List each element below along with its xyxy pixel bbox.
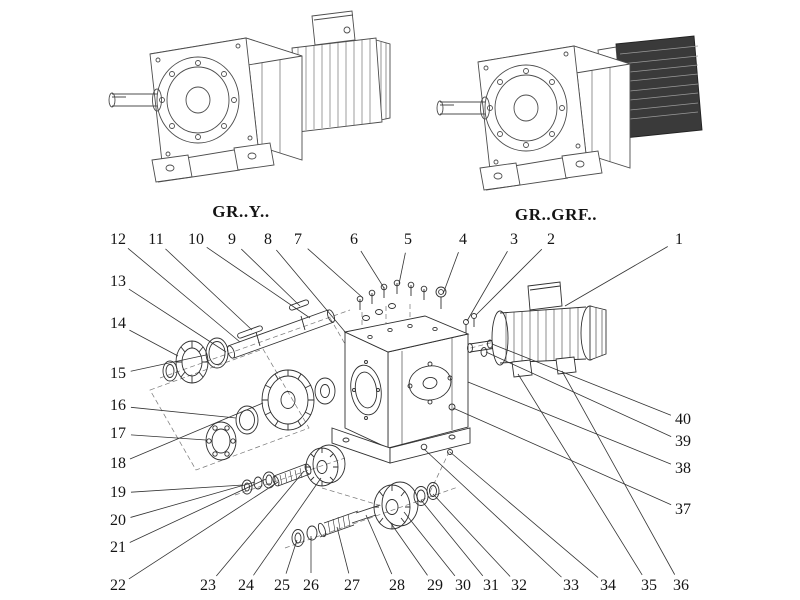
shaft-key-short: [289, 299, 309, 311]
leader-line-40: [491, 343, 672, 416]
leader-lines: [127, 246, 676, 580]
leader-line-15: [130, 354, 207, 372]
leader-line-19: [130, 484, 244, 493]
housing-input-boss: [407, 361, 453, 405]
leader-line-3: [466, 251, 508, 322]
shaft-key-long: [237, 325, 263, 339]
leader-line-22: [128, 481, 279, 580]
leader-line-35: [517, 373, 643, 576]
oil-plug: [448, 403, 456, 411]
leader-line-25: [285, 539, 298, 574]
output-bearing-set: [162, 337, 229, 384]
leader-line-27: [336, 526, 350, 574]
leader-line-21: [129, 478, 267, 543]
leader-line-29: [389, 521, 428, 576]
leader-line-9: [241, 248, 301, 307]
drain-plug: [420, 443, 428, 451]
leader-line-10: [206, 247, 311, 319]
motor-foot-rear: [555, 356, 577, 375]
leader-line-18: [129, 402, 264, 460]
leader-line-32: [432, 493, 511, 577]
motor-shaft-end: [467, 343, 473, 353]
housing-output-bore: [350, 360, 382, 420]
output-shaft: [226, 299, 336, 359]
assembled-view-label-gr-grf: GR..GRF..: [514, 205, 598, 224]
leader-line-4: [442, 252, 459, 295]
leader-line-1: [564, 246, 668, 307]
gr-grf-mounting-feet: [479, 150, 603, 191]
leader-line-24: [253, 477, 322, 576]
input-gear-shaft-set: [291, 481, 440, 547]
spacer-ring: [235, 405, 259, 435]
gr-grf-gear-housing: [436, 45, 631, 191]
cover-bolts: [356, 279, 447, 321]
leader-line-34: [449, 451, 599, 578]
ball-bearing: [205, 421, 237, 461]
leader-line-30: [403, 511, 456, 577]
leader-line-28: [365, 514, 393, 575]
gr-y-motor: [291, 10, 391, 133]
leader-line-36: [561, 370, 676, 575]
splined-shaft: [317, 504, 381, 538]
seal-ring: [205, 337, 229, 369]
leader-line-7: [307, 248, 364, 299]
motor: [463, 281, 607, 378]
intermediate-gear: [305, 444, 346, 487]
gr-y-bolt-circle: [159, 60, 237, 140]
leader-line-23: [216, 470, 305, 577]
leader-line-6: [360, 250, 385, 289]
motor-flange: [491, 310, 509, 366]
housing-feet: [331, 427, 471, 464]
gear-washer: [314, 377, 336, 405]
gr-grf-output-shaft: [436, 96, 490, 120]
leader-line-20: [130, 481, 256, 518]
gr-grf-bolt-circle: [487, 68, 565, 148]
leader-line-38: [467, 381, 672, 465]
assembled-view-gr-y: [108, 10, 391, 183]
leader-line-2: [475, 248, 543, 316]
leader-line-5: [398, 252, 406, 285]
exploded-view: [149, 279, 607, 549]
gr-y-gear-housing: [108, 37, 303, 183]
pinion-shaft: [272, 463, 312, 487]
leader-line-37: [452, 407, 672, 506]
gear-housing: [331, 315, 471, 464]
leader-line-13: [128, 288, 227, 353]
gr-y-output-shaft: [108, 88, 162, 112]
leader-line-31: [420, 499, 484, 577]
assembled-view-label-gr-y: GR..Y..: [212, 202, 270, 221]
foot-bolt: [447, 449, 453, 455]
leader-line-11: [165, 248, 253, 331]
leader-line-17: [130, 434, 207, 441]
leader-line-14: [129, 329, 179, 357]
leader-line-16: [130, 406, 237, 419]
leader-line-33: [423, 448, 562, 578]
input-gear: [373, 481, 419, 530]
gr-y-mounting-feet: [151, 142, 275, 183]
leader-line-39: [485, 351, 672, 437]
gear-and-bearing-row: [205, 369, 336, 461]
gr-y-conduit-plug: [343, 26, 351, 34]
assembled-view-gr-grf: [436, 35, 703, 191]
helical-gear-large: [261, 369, 315, 431]
leader-line-12: [127, 248, 241, 343]
leader-line-8: [276, 249, 347, 334]
intermediate-pinion-set: [241, 444, 346, 495]
flange-bolts: [463, 313, 493, 357]
